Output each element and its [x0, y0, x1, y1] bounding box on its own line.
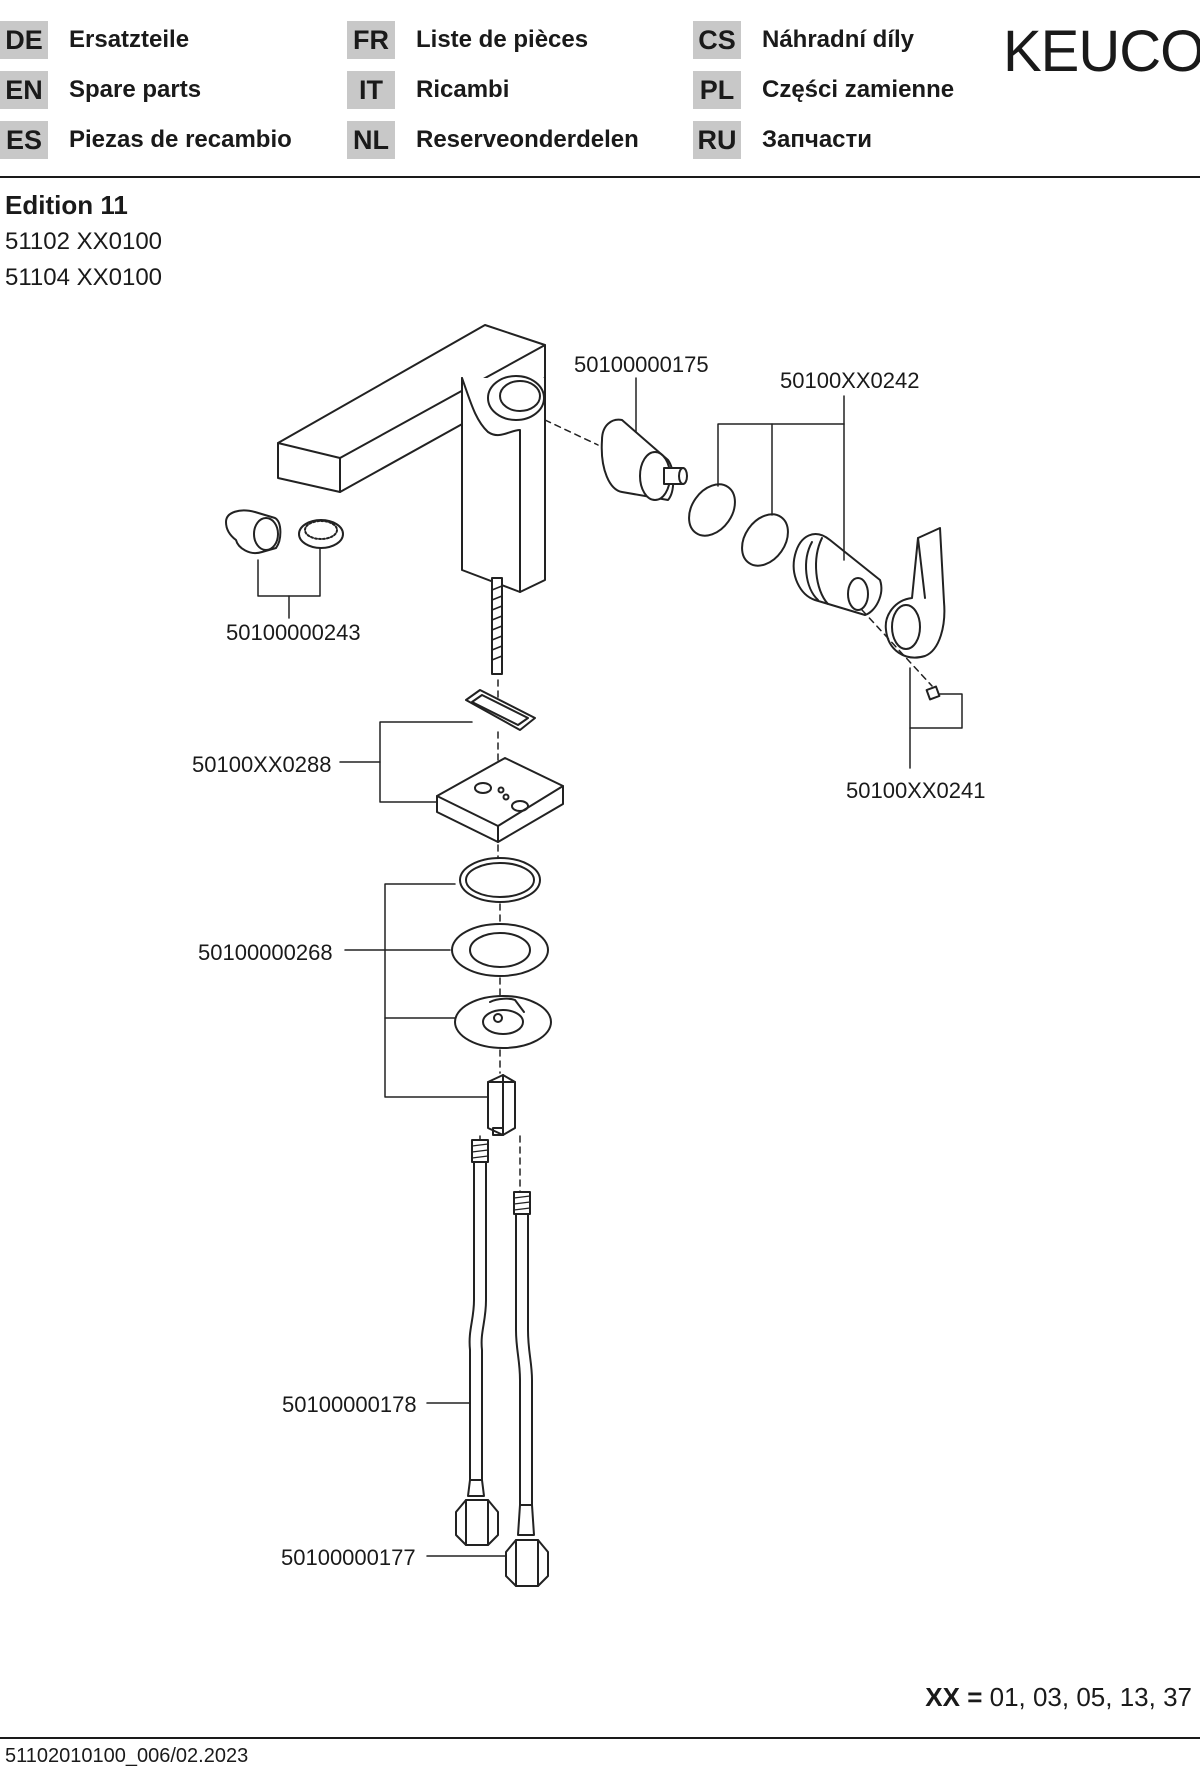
o-ring-drawing [741, 513, 789, 567]
aerator-drawing [225, 509, 344, 554]
lang-code: FR [347, 21, 395, 59]
part-number-hose-a: 50100000178 [282, 1392, 417, 1417]
lang-item-fr: FR Liste de pièces [347, 20, 588, 60]
lang-item-ru: RU Запчасти [693, 120, 872, 160]
lang-code: RU [693, 121, 741, 159]
part-number-cartridge: 50100000175 [574, 352, 709, 377]
lang-label: Piezas de recambio [69, 126, 292, 153]
lang-code: NL [347, 121, 395, 159]
lang-item-es: ES Piezas de recambio [0, 120, 292, 160]
lang-item-en: EN Spare parts [0, 70, 201, 110]
lang-label: Spare parts [69, 76, 202, 103]
o-ring-drawing [688, 483, 736, 537]
lang-item-it: IT Ricambi [347, 70, 509, 110]
lang-code: PL [693, 71, 741, 109]
cartridge-drawing [600, 418, 688, 501]
lang-code: DE [0, 21, 48, 59]
leader-lines [257, 377, 963, 1557]
finish-note-prefix: XX = [925, 1682, 983, 1712]
hose-b-drawing [505, 1191, 549, 1587]
part-number-mounting-set: 50100000268 [198, 940, 333, 965]
lang-item-de: DE Ersatzteile [0, 20, 189, 60]
hose-a-drawing [455, 1139, 499, 1546]
lang-item-pl: PL Części zamienne [693, 70, 954, 110]
lang-label: Ricambi [416, 76, 510, 103]
lever-handle-drawing [884, 527, 946, 701]
lang-label: Náhradní díly [762, 26, 915, 53]
lang-label: Запчасти [762, 126, 873, 153]
part-number-hose-b: 50100000177 [281, 1545, 416, 1570]
lang-label: Części zamienne [762, 76, 955, 103]
threaded-rod-drawing [491, 577, 503, 675]
lang-code: IT [347, 71, 395, 109]
lang-label: Liste de pièces [416, 26, 589, 53]
finish-note-values: 01, 03, 05, 13, 37 [989, 1682, 1192, 1712]
document-code: 51102010100_006/02.2023 [5, 1745, 249, 1767]
header-divider [0, 176, 1200, 178]
assembly-axis [479, 419, 933, 1193]
lang-item-cs: CS Náhradní díly [693, 20, 914, 60]
language-grid: DE Ersatzteile EN Spare parts ES Piezas … [0, 18, 960, 168]
lang-label: Reserveonderdelen [416, 126, 639, 153]
part-number-aerator: 50100000243 [226, 620, 361, 645]
part-number-seal-set: 50100XX0242 [780, 368, 920, 393]
base-plate-drawing [436, 689, 564, 843]
washer-drawing [451, 857, 549, 977]
product-name: Edition 11 [5, 190, 128, 220]
tap-body-drawing [277, 324, 546, 593]
lang-code: EN [0, 71, 48, 109]
article-number: 51104 XX0100 [5, 264, 163, 291]
lang-label: Ersatzteile [69, 26, 190, 53]
lang-code: CS [693, 21, 741, 59]
finish-note: XX = 01, 03, 05, 13, 37 [925, 1682, 1192, 1713]
brand-logo: KEUCO [1003, 19, 1200, 84]
lang-item-nl: NL Reserveonderdelen [347, 120, 639, 160]
sleeve-drawing [792, 533, 883, 616]
footer-divider [0, 1737, 1200, 1739]
nut-drawing [487, 1074, 516, 1136]
article-number: 51102 XX0100 [5, 228, 163, 255]
part-number-lever: 50100XX0241 [846, 778, 986, 803]
lang-code: ES [0, 121, 48, 159]
part-number-base-plate: 50100XX0288 [192, 752, 332, 777]
horseshoe-drawing [454, 995, 552, 1049]
